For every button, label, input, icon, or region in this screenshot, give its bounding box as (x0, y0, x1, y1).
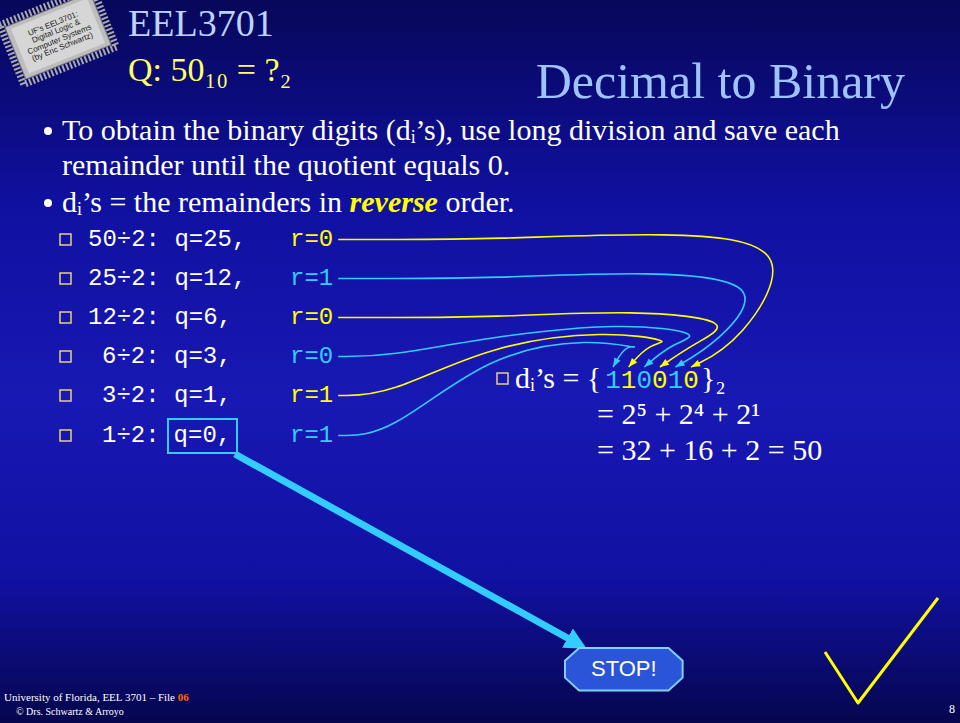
binary-digit: 0 (683, 368, 699, 394)
remainder-arrows (338, 235, 773, 436)
digits-label: }₂ (701, 360, 726, 396)
bullet-dot (44, 127, 52, 135)
node-text: STOP! (591, 656, 657, 682)
remainder: r=1 (290, 382, 333, 409)
text-line: Q: 50₁₀ = ?₂ (128, 50, 291, 89)
copyright: © Drs. Schwartz & Arroyo (16, 706, 124, 717)
square-bullet (497, 373, 508, 384)
remainder-arrow-head (613, 357, 620, 367)
text-line: 25÷2: q=12, (88, 266, 246, 292)
text-line: University of Florida, EEL 3701 – File06 (4, 691, 189, 703)
slide-title: Decimal to Binary (536, 53, 905, 109)
division-step: 6÷2: q=3, (102, 343, 232, 370)
stop-sign: STOP! (565, 648, 683, 690)
text-line: 6÷2: q=3, (102, 344, 232, 370)
remainder: r=1 (290, 265, 333, 292)
bullet-text: order. (445, 184, 514, 220)
course-code: EEL3701 (128, 2, 274, 44)
arrow-connector (235, 454, 573, 641)
text-line: 12÷2: q=6, (88, 305, 232, 331)
square-bullet (60, 234, 71, 245)
text-line: r=0 (290, 344, 333, 370)
binary-digit: 1 (605, 368, 621, 394)
division-step: 1÷2: (102, 422, 160, 449)
file-number: 06 (178, 691, 189, 703)
text-line: r=1 (290, 423, 333, 449)
emphasis-word: reverse (350, 184, 438, 220)
square-bullet (60, 312, 71, 323)
remainder-arrow-head (629, 358, 638, 367)
text-line: 50÷2: q=25, (88, 227, 246, 253)
division-step: 50÷2: q=25, (88, 226, 246, 253)
text-line: EEL3701 (128, 4, 274, 44)
text-line: dᵢ’s = {110010}₂ (515, 360, 726, 396)
remainder: r=0 (290, 343, 333, 370)
text-line: r=1 (290, 266, 333, 292)
text-line: r=1 (290, 383, 333, 409)
equation: = 2⁵ + 2⁴ + 2¹ (597, 397, 760, 430)
chip-face (11, 0, 105, 74)
division-step: 12÷2: q=6, (88, 304, 232, 331)
page-number: 8 (949, 702, 955, 716)
text-line: Decimal to Binary (536, 54, 905, 109)
text-line: dᵢ’s = the remainders inreverseorder. (62, 184, 515, 220)
division-step: 3÷2: q=1, (102, 382, 232, 409)
remainder-arrow-head (675, 360, 685, 367)
quotient-box: q=0, (167, 418, 239, 454)
bullet-text: To obtain the binary digits (dᵢ’s), use … (62, 113, 840, 181)
bullet-text: dᵢ’s = the remainders in (62, 184, 342, 220)
text-line: = 2⁵ + 2⁴ + 2¹ (597, 396, 760, 432)
node-text: q=0, (174, 423, 232, 449)
text-line: = 32 + 16 + 2 = 50 (597, 432, 822, 468)
remainder-arrow-head (644, 358, 653, 367)
binary-digit: 1 (621, 368, 637, 394)
chip-pins (0, 0, 116, 84)
square-bullet (60, 273, 71, 284)
text-line: 3÷2: q=1, (102, 383, 232, 409)
square-bullet (60, 430, 71, 441)
text-line: r=0 (290, 227, 333, 253)
remainder-arrow (338, 274, 745, 367)
question: Q: 50₁₀ = ?₂ (128, 51, 291, 88)
remainder-arrow (338, 235, 773, 367)
equation: = 32 + 16 + 2 = 50 (597, 433, 822, 466)
digits-label: dᵢ’s = { (515, 360, 601, 396)
text-line: 1÷2: (102, 423, 160, 449)
chip-body (5, 0, 111, 79)
remainder-arrow-head (660, 359, 669, 367)
text-line: © Drs. Schwartz & Arroyo (16, 706, 124, 717)
binary-digit: 1 (668, 368, 684, 394)
remainder-arrow (338, 326, 689, 367)
text-line: r=0 (290, 305, 333, 331)
remainder-arrow (338, 342, 634, 435)
remainder: r=1 (290, 422, 333, 449)
binary-digit: 0 (652, 368, 668, 394)
remainder-arrow-head (691, 360, 701, 367)
octagon-shape (565, 648, 683, 690)
square-bullet (60, 390, 71, 401)
bullet-dot (44, 199, 52, 207)
footer-text: University of Florida, EEL 3701 – File (4, 691, 175, 703)
division-step: 25÷2: q=12, (88, 265, 246, 292)
binary-digit: 0 (636, 368, 652, 394)
text-line: To obtain the binary digits (dᵢ’s), use … (62, 112, 942, 182)
chip-logo (0, 0, 116, 84)
check-mark (825, 598, 938, 703)
remainder: r=0 (290, 226, 333, 253)
remainder: r=0 (290, 304, 333, 331)
text-line: 8 (949, 703, 955, 716)
square-bullet (60, 351, 71, 362)
